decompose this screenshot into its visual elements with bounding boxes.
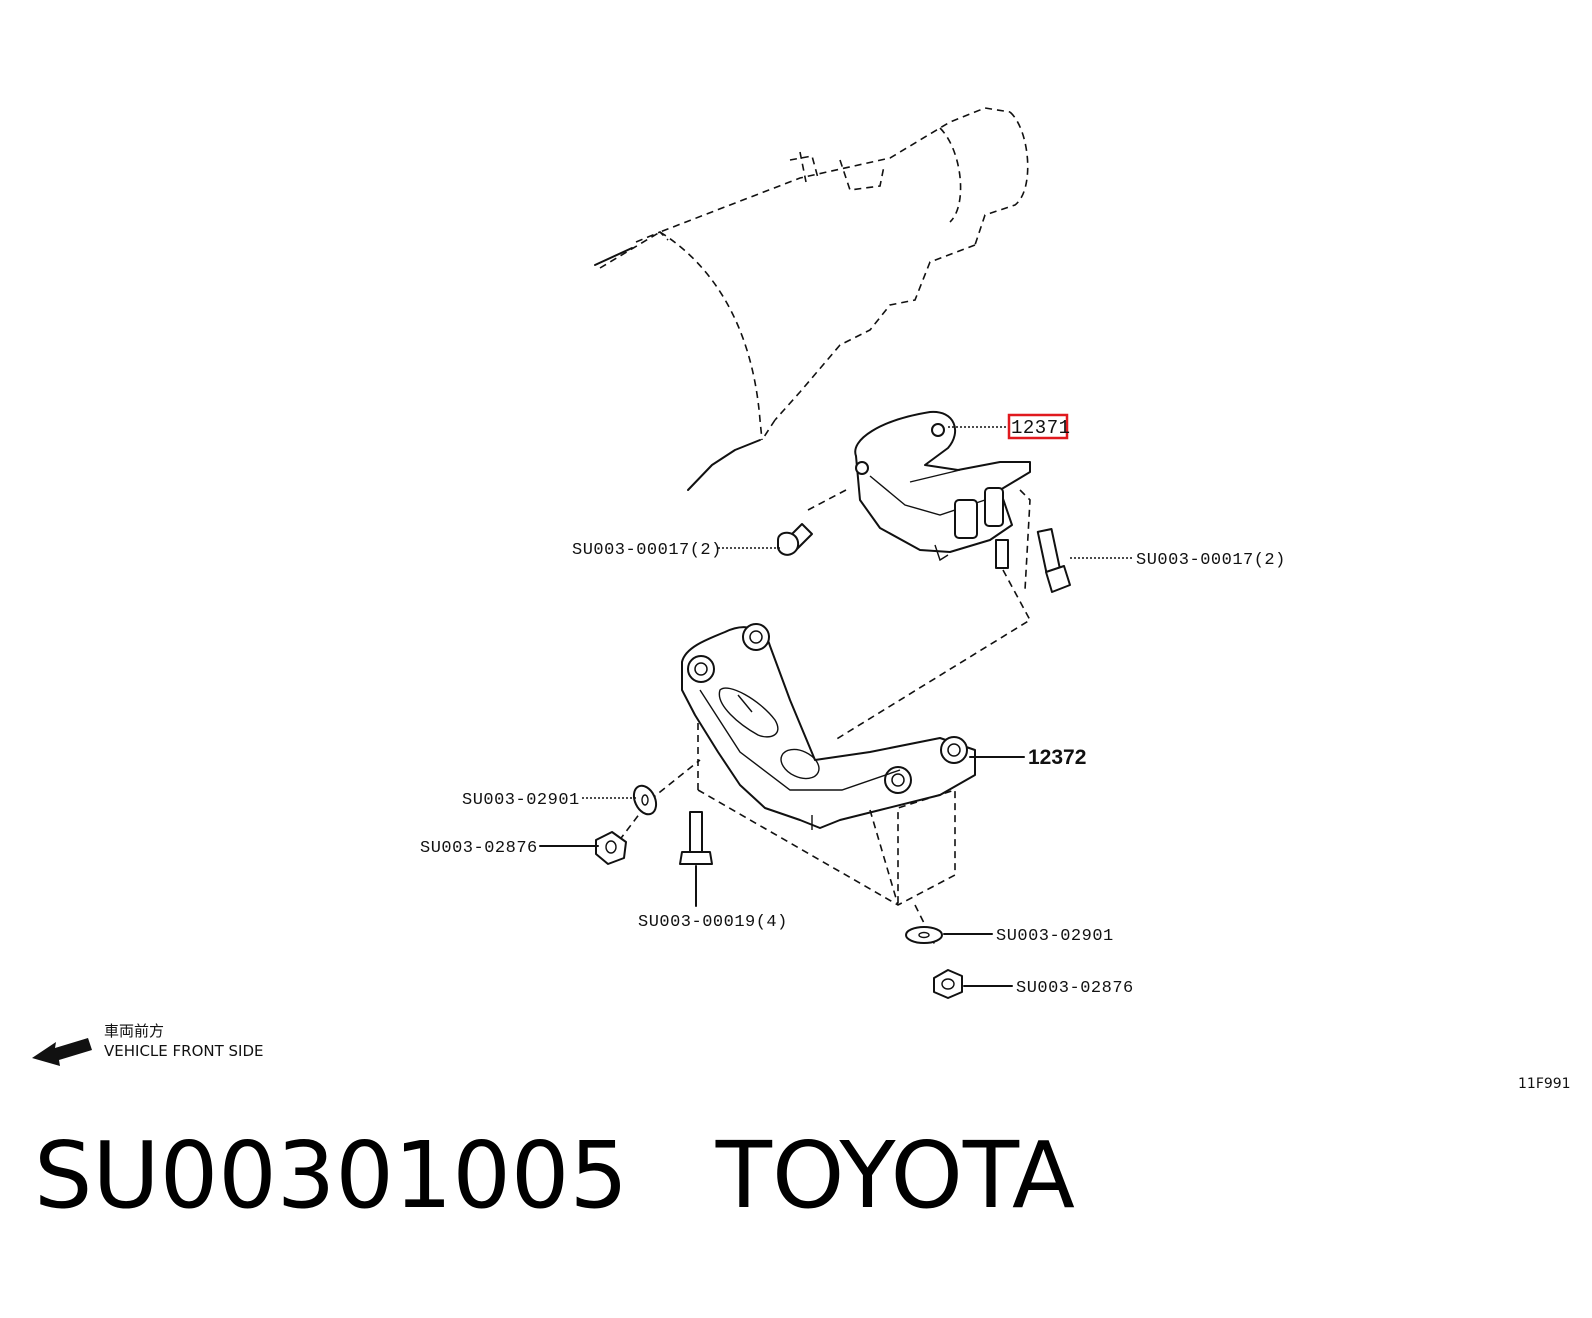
direction-label-jp: 車両前方 [104, 1022, 164, 1040]
vehicle-front-indicator: 車両前方 VEHICLE FRONT SIDE [32, 1022, 264, 1066]
bolt-right [1036, 528, 1071, 593]
leader-lines [539, 426, 1132, 987]
stud-bottom [679, 811, 713, 865]
nut-right [933, 969, 963, 999]
callout-nut-right[interactable]: SU003-02876 [1016, 979, 1134, 998]
callout-bolt-right[interactable]: SU003-00017(2) [1136, 551, 1286, 570]
transmission-outline [594, 107, 1029, 491]
arrow-left-icon [32, 1038, 92, 1066]
figure-id: 11F991 [1518, 1076, 1571, 1092]
bolt-left [777, 523, 813, 556]
nut-left [595, 831, 627, 865]
callout-washer-right[interactable]: SU003-02901 [996, 927, 1114, 946]
callout-12372[interactable]: 12372 [1028, 746, 1086, 769]
direction-label-en: VEHICLE FRONT SIDE [104, 1042, 264, 1060]
upper-mount-bracket [854, 410, 1031, 569]
caption-part-number: SU00301005 [34, 1122, 629, 1229]
callout-washer-left[interactable]: SU003-02901 [462, 791, 580, 810]
callout-12371[interactable]: 12371 [1011, 417, 1071, 439]
callout-bolt-left[interactable]: SU003-00017(2) [572, 541, 722, 560]
page-caption: SU00301005 TOYOTA [34, 1130, 1075, 1222]
callout-nut-left[interactable]: SU003-02876 [420, 839, 538, 858]
crossmember [681, 623, 976, 830]
callout-stud-bottom[interactable]: SU003-00019(4) [638, 913, 788, 932]
washer-left [632, 784, 658, 816]
highlight-box [1007, 413, 1069, 440]
caption-brand: TOYOTA [715, 1122, 1075, 1229]
washer-right [905, 926, 943, 944]
